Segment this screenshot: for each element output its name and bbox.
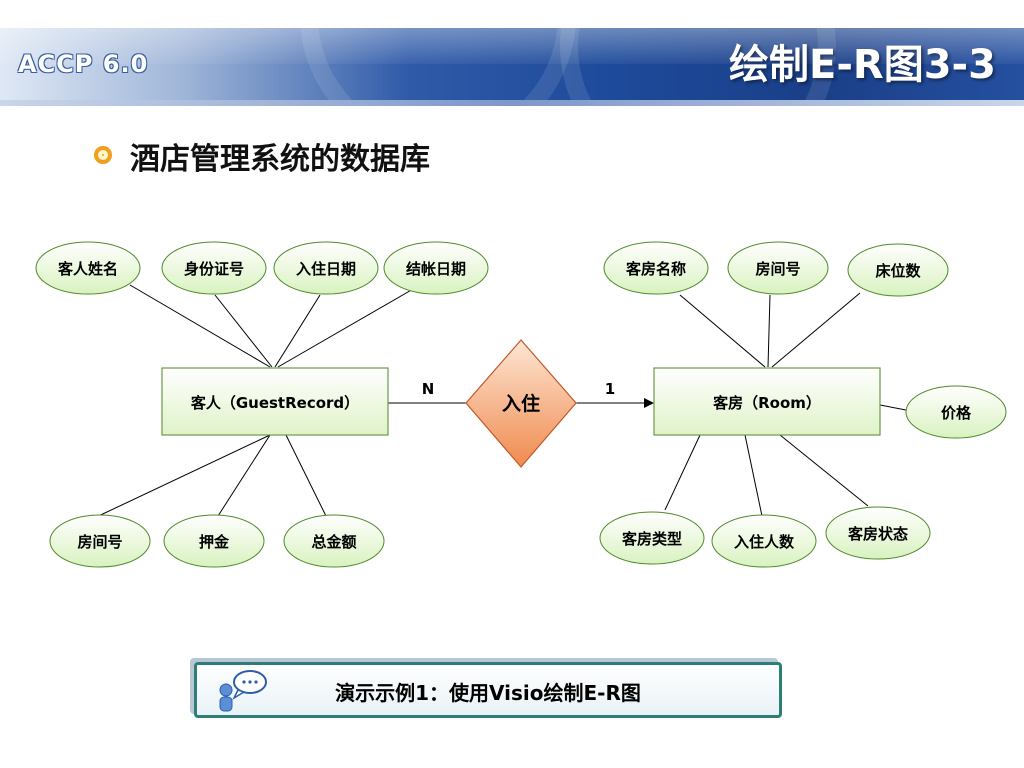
connector-line <box>664 434 701 511</box>
attr-room-name: 客房名称 <box>603 241 709 295</box>
connector-line <box>767 294 771 368</box>
subtitle: 酒店管理系统的数据库 <box>130 142 430 177</box>
attribute-ellipse <box>283 514 385 568</box>
connector-line <box>779 434 869 507</box>
attribute-label: 价格 <box>941 404 972 422</box>
attribute-ellipse <box>49 514 151 568</box>
attribute-ellipse <box>383 241 489 295</box>
attr-guest-room-no: 房间号 <box>49 514 151 568</box>
attribute-label: 结帐日期 <box>406 260 466 278</box>
connector-line <box>771 292 861 368</box>
cardinality-1: 1 <box>605 380 615 398</box>
entity-box <box>161 367 389 436</box>
attribute-label: 入住日期 <box>296 260 356 278</box>
connector-line <box>277 284 421 368</box>
entity-guest: 客人（GuestRecord） <box>161 367 389 436</box>
header-banner <box>0 28 1024 100</box>
header-gloss <box>0 28 1024 64</box>
connector-line <box>679 294 766 368</box>
connector-line <box>879 404 907 411</box>
attr-room-status: 客房状态 <box>825 506 931 560</box>
attr-room-no: 房间号 <box>727 241 829 295</box>
entity-label: 客房（Room） <box>712 394 821 412</box>
attribute-label: 客房名称 <box>625 260 686 278</box>
attribute-label: 客房类型 <box>621 530 682 548</box>
logo: ACCP 6.0 <box>18 50 149 78</box>
attribute-ellipse <box>163 514 265 568</box>
attribute-ellipse <box>273 241 379 295</box>
connector-line <box>274 294 321 368</box>
attribute-ellipse <box>825 506 931 560</box>
attr-guest-name: 客人姓名 <box>35 241 141 295</box>
attribute-label: 押金 <box>199 533 230 551</box>
connector-line <box>285 434 327 517</box>
attr-occupants: 入住人数 <box>711 514 817 568</box>
attr-total-amount: 总金额 <box>283 514 385 568</box>
chat-person-icon <box>219 670 267 712</box>
diamond-shape <box>465 339 577 468</box>
attribute-label: 客房状态 <box>847 525 908 543</box>
attribute-label: 身份证号 <box>184 260 244 278</box>
connector-lines <box>89 284 907 521</box>
attribute-ellipse <box>905 385 1007 439</box>
attribute-ellipse <box>599 511 705 565</box>
attribute-label: 房间号 <box>755 260 800 278</box>
attr-bed-count: 床位数 <box>847 243 949 297</box>
demo-banner[interactable]: 演示示例1：使用Visio绘制E-R图 <box>194 662 782 718</box>
relationship-diamond: 入住 <box>465 339 577 468</box>
attribute-label: 床位数 <box>875 262 921 280</box>
entity-box <box>653 367 881 436</box>
attribute-ellipse <box>35 241 141 295</box>
bullet-icon <box>94 146 112 164</box>
attr-deposit: 押金 <box>163 514 265 568</box>
relationship-label: 入住 <box>502 392 540 415</box>
connector-line <box>217 434 271 517</box>
attribute-ellipse <box>161 241 267 295</box>
entity-label: 客人（GuestRecord） <box>190 394 359 412</box>
demo-label: 演示示例1：使用Visio绘制E-R图 <box>335 681 641 705</box>
connector-line <box>129 284 271 368</box>
attr-checkout-date: 结帐日期 <box>383 241 489 295</box>
attr-room-type: 客房类型 <box>599 511 705 565</box>
connector-line <box>214 294 273 368</box>
attribute-ellipse <box>711 514 817 568</box>
attr-checkin-date: 入住日期 <box>273 241 379 295</box>
attribute-ellipse <box>603 241 709 295</box>
cardinality-n: N <box>422 380 435 398</box>
attribute-label: 总金额 <box>311 533 356 551</box>
header-underline <box>0 100 1024 106</box>
attribute-ellipse <box>727 241 829 295</box>
connector-line <box>744 434 763 517</box>
attr-price: 价格 <box>905 385 1007 439</box>
attr-guest-id: 身份证号 <box>161 241 267 295</box>
attribute-label: 客人姓名 <box>57 260 118 278</box>
attribute-label: 入住人数 <box>734 533 795 551</box>
slide-title: 绘制E-R图3-3 <box>729 42 996 88</box>
attribute-label: 房间号 <box>77 533 122 551</box>
entity-room: 客房（Room） <box>653 367 881 436</box>
attribute-ellipse <box>847 243 949 297</box>
connector-line <box>89 434 271 521</box>
